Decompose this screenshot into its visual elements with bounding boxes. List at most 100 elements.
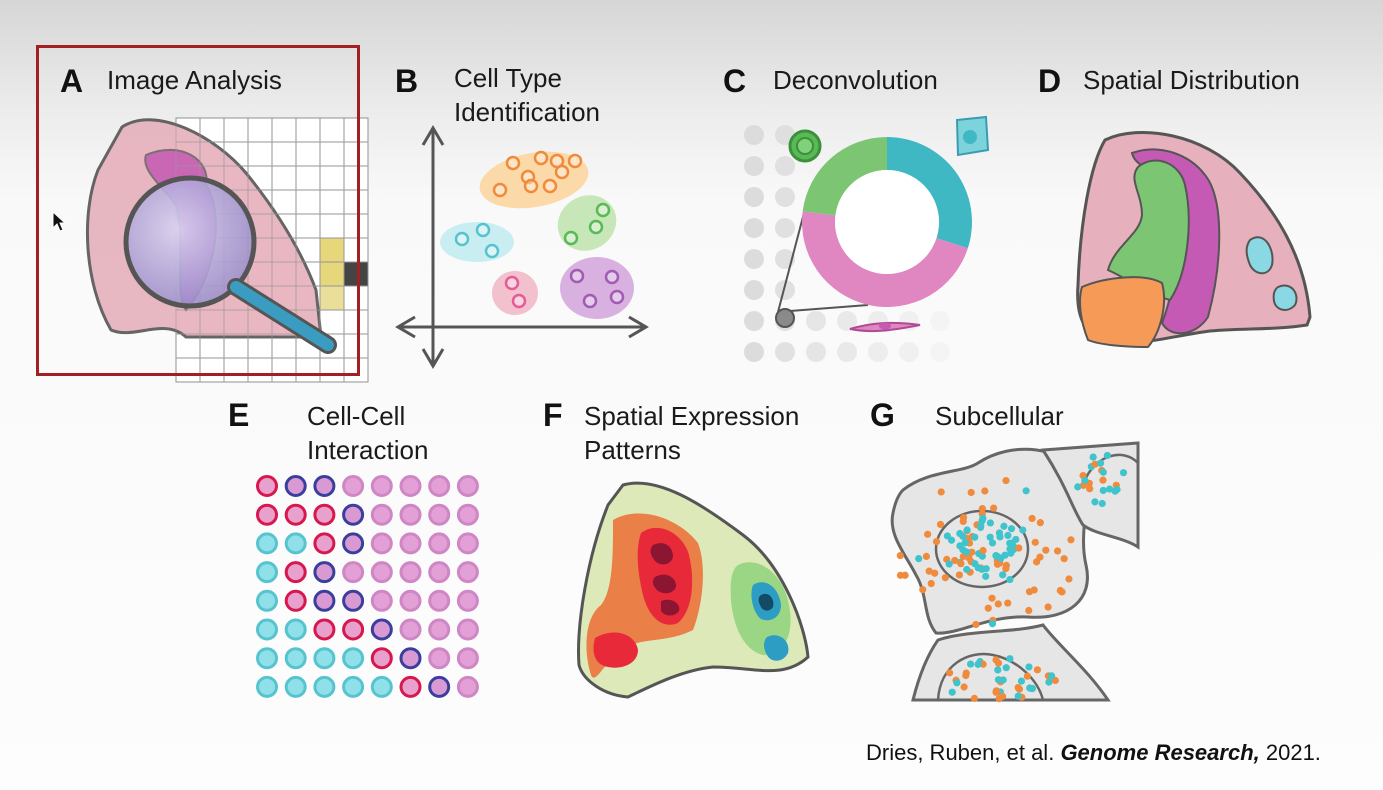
spot [744,187,764,207]
spatial-expression-figure [577,481,810,699]
transcript-dot-cyan [979,514,987,522]
interaction-spot [256,589,278,612]
cell-point [511,293,527,309]
transcript-dot-orange [927,579,935,588]
interaction-spot [342,675,365,698]
spot [806,342,826,362]
magnifier-icon [123,175,337,354]
transcript-dot-orange [962,671,970,680]
spot [744,218,764,238]
cyan-cell-icon [955,115,990,157]
transcript-dot-orange [941,574,949,582]
interaction-spot [342,618,365,641]
panel-spatial-distribution[interactable]: D Spatial Distribution [1030,55,1360,365]
transcript-dot-cyan [1004,531,1012,540]
cell-point [569,268,585,284]
transcript-dot-orange [1015,544,1023,552]
transcript-dot-orange [959,517,967,526]
cell-outline [1040,441,1140,550]
transcript-dot-cyan [1007,525,1016,533]
spot [930,311,950,331]
interaction-spot [313,475,336,497]
donut-segment [887,137,972,249]
transcript-dot-orange [932,538,941,546]
transcript-dot-cyan [953,679,961,687]
transcript-dot-orange [945,669,954,677]
transcript-dot-cyan [956,529,964,538]
transcript-dot-orange [936,520,945,529]
transcript-dot-cyan [915,555,923,563]
interaction-spot [313,561,336,584]
cell-point [454,231,470,247]
transcript-dot-orange [972,620,980,629]
transcript-dot-cyan [1022,487,1030,495]
interaction-spot [342,589,365,612]
transcript-dot-cyan [1119,469,1128,477]
transcript-dot-cyan [1027,684,1035,693]
spot [775,342,795,362]
panel-deconvolution[interactable]: C Deconvolution [720,55,1010,375]
interaction-spot [342,561,365,584]
panel-title: Subcellular [935,399,1064,433]
transcript-dot-orange [1036,553,1044,561]
interaction-spot [342,503,365,526]
interaction-spot [313,675,336,698]
transcript-dot-cyan [1089,453,1097,461]
transcript-dot-cyan [997,554,1005,562]
panel-subcellular[interactable]: G Subcellular [868,395,1158,715]
spot [930,342,950,362]
image-analysis-figure [85,117,369,383]
spot [837,311,857,331]
spot [806,311,826,331]
transcript-dot-orange [1030,586,1038,594]
transcript-dot-cyan [994,666,1002,674]
citation: Dries, Ruben, et al. Genome Research, 20… [866,740,1321,766]
panel-cell-cell-interaction[interactable]: E Cell-Cell Interaction [228,395,498,705]
spot [899,342,919,362]
interaction-spot [370,532,393,555]
interaction-spot [313,618,336,641]
interaction-spot [256,561,278,584]
pink-cluster [492,271,538,315]
cyan-cluster [440,222,514,262]
panel-image-analysis[interactable]: A Image Analysis [36,45,369,383]
transcript-dot-cyan [999,571,1007,579]
interaction-spot [456,589,479,612]
panel-spatial-expression-patterns[interactable]: F Spatial Expression Patterns [543,395,843,705]
transcript-dot-orange [1036,519,1044,527]
transcript-dot-cyan [1099,468,1107,476]
interaction-spot [256,647,278,670]
transcript-dot-orange [896,551,904,560]
transcript-dot-cyan [1000,522,1008,530]
panel-cell-type-identification[interactable]: B Cell Type Identification [385,55,685,375]
title-line: Image Analysis [107,65,282,95]
zoom-line [789,304,869,312]
title-line: Interaction [307,435,429,465]
cell-point [533,150,549,166]
transcript-dot-orange [931,569,939,577]
spot [837,342,857,362]
grid-cell [343,237,369,263]
transcript-dot-orange [993,560,1002,568]
transcript-dot-orange [992,688,1000,696]
title-line: Spatial Expression [584,401,800,431]
transcript-dot-orange [960,683,968,691]
title-line: Identification [454,97,600,127]
interaction-spot [399,475,422,497]
transcript-dot-orange [984,604,992,612]
interaction-spot [256,475,278,497]
cell-point [484,243,500,259]
transcript-dot-cyan [1008,539,1016,547]
interaction-spot [370,561,393,584]
transcript-dot-orange [1002,476,1010,485]
transcript-dot-orange [1028,514,1036,523]
citation-journal: Genome Research, [1060,740,1260,765]
transcript-dot-orange [1004,599,1012,607]
transcript-dot-cyan [986,519,995,527]
interaction-spot [313,532,336,555]
cyan-region [1245,236,1274,275]
transcript-dot-cyan [1103,451,1111,460]
panel-letter: C [723,63,747,99]
dark-blue-hotspot [758,593,774,611]
title-line: Deconvolution [773,65,938,95]
